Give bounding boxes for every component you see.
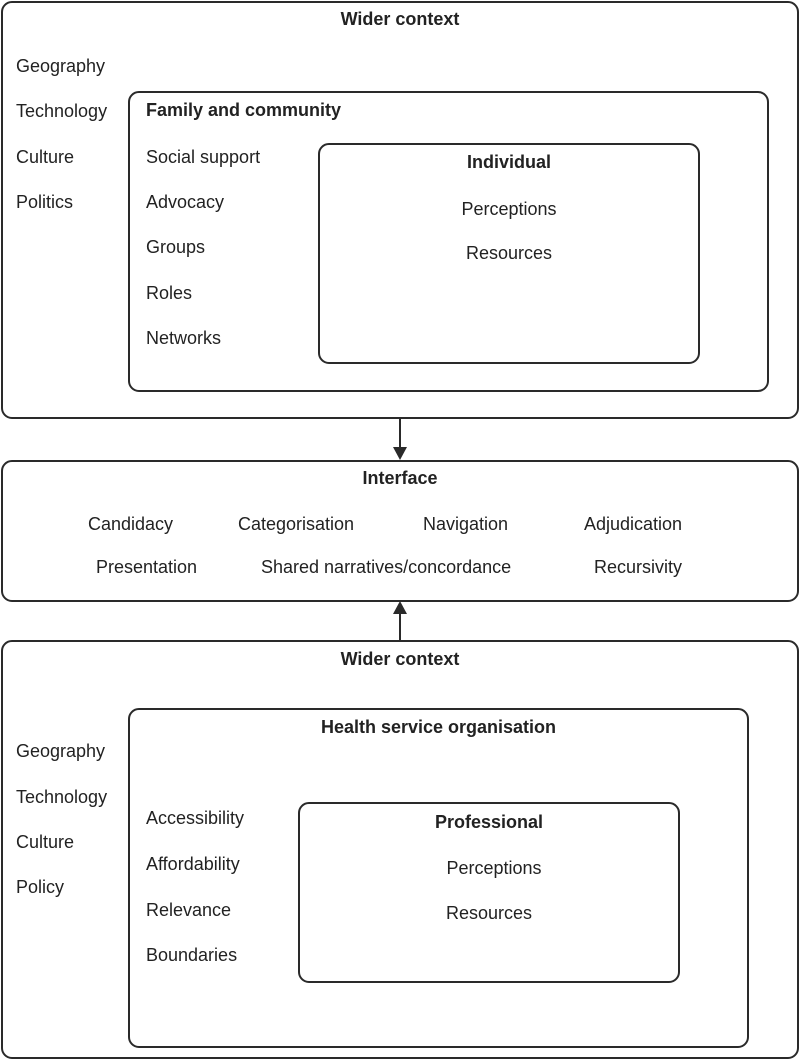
org-item-relevance: Relevance (146, 900, 232, 920)
family-item-roles: Roles (146, 283, 193, 303)
interface-box (1, 460, 799, 602)
interface-navigation: Navigation (423, 514, 509, 534)
top-factor-technology: Technology (16, 101, 108, 121)
bottom-factor-policy: Policy (16, 877, 65, 897)
arrow-up-to-interface (393, 601, 407, 642)
family-item-advocacy: Advocacy (146, 192, 225, 212)
org-item-affordability: Affordability (146, 854, 240, 874)
top-wider-context-title: Wider context (340, 9, 460, 29)
professional-box (298, 802, 680, 983)
family-item-networks: Networks (146, 328, 222, 348)
interface-presentation: Presentation (96, 557, 198, 577)
bottom-wider-context-title: Wider context (340, 649, 460, 669)
individual-box (318, 143, 700, 364)
org-item-accessibility: Accessibility (146, 808, 245, 828)
family-item-social-support: Social support (146, 147, 261, 167)
top-factor-geography: Geography (16, 56, 106, 76)
org-item-boundaries: Boundaries (146, 945, 238, 965)
family-item-groups: Groups (146, 237, 206, 257)
individual-item-perceptions: Perceptions (461, 199, 557, 219)
interface-title: Interface (362, 468, 438, 488)
bottom-factor-technology: Technology (16, 787, 108, 807)
interface-adjudication: Adjudication (584, 514, 683, 534)
top-factor-politics: Politics (16, 192, 74, 212)
arrow-down-to-interface (393, 419, 407, 460)
interface-shared-narratives: Shared narratives/concordance (261, 557, 512, 577)
individual-item-resources: Resources (465, 243, 553, 263)
interface-candidacy: Candidacy (88, 514, 174, 534)
professional-item-resources: Resources (445, 903, 533, 923)
interface-categorisation: Categorisation (238, 514, 355, 534)
interface-recursivity: Recursivity (594, 557, 683, 577)
health-service-organisation-title: Health service organisation (320, 717, 557, 737)
top-factor-culture: Culture (16, 147, 75, 167)
individual-title: Individual (466, 152, 551, 172)
family-community-title: Family and community (146, 100, 342, 120)
bottom-factor-geography: Geography (16, 741, 106, 761)
bottom-factor-culture: Culture (16, 832, 75, 852)
professional-item-perceptions: Perceptions (446, 858, 542, 878)
professional-title: Professional (434, 812, 544, 832)
